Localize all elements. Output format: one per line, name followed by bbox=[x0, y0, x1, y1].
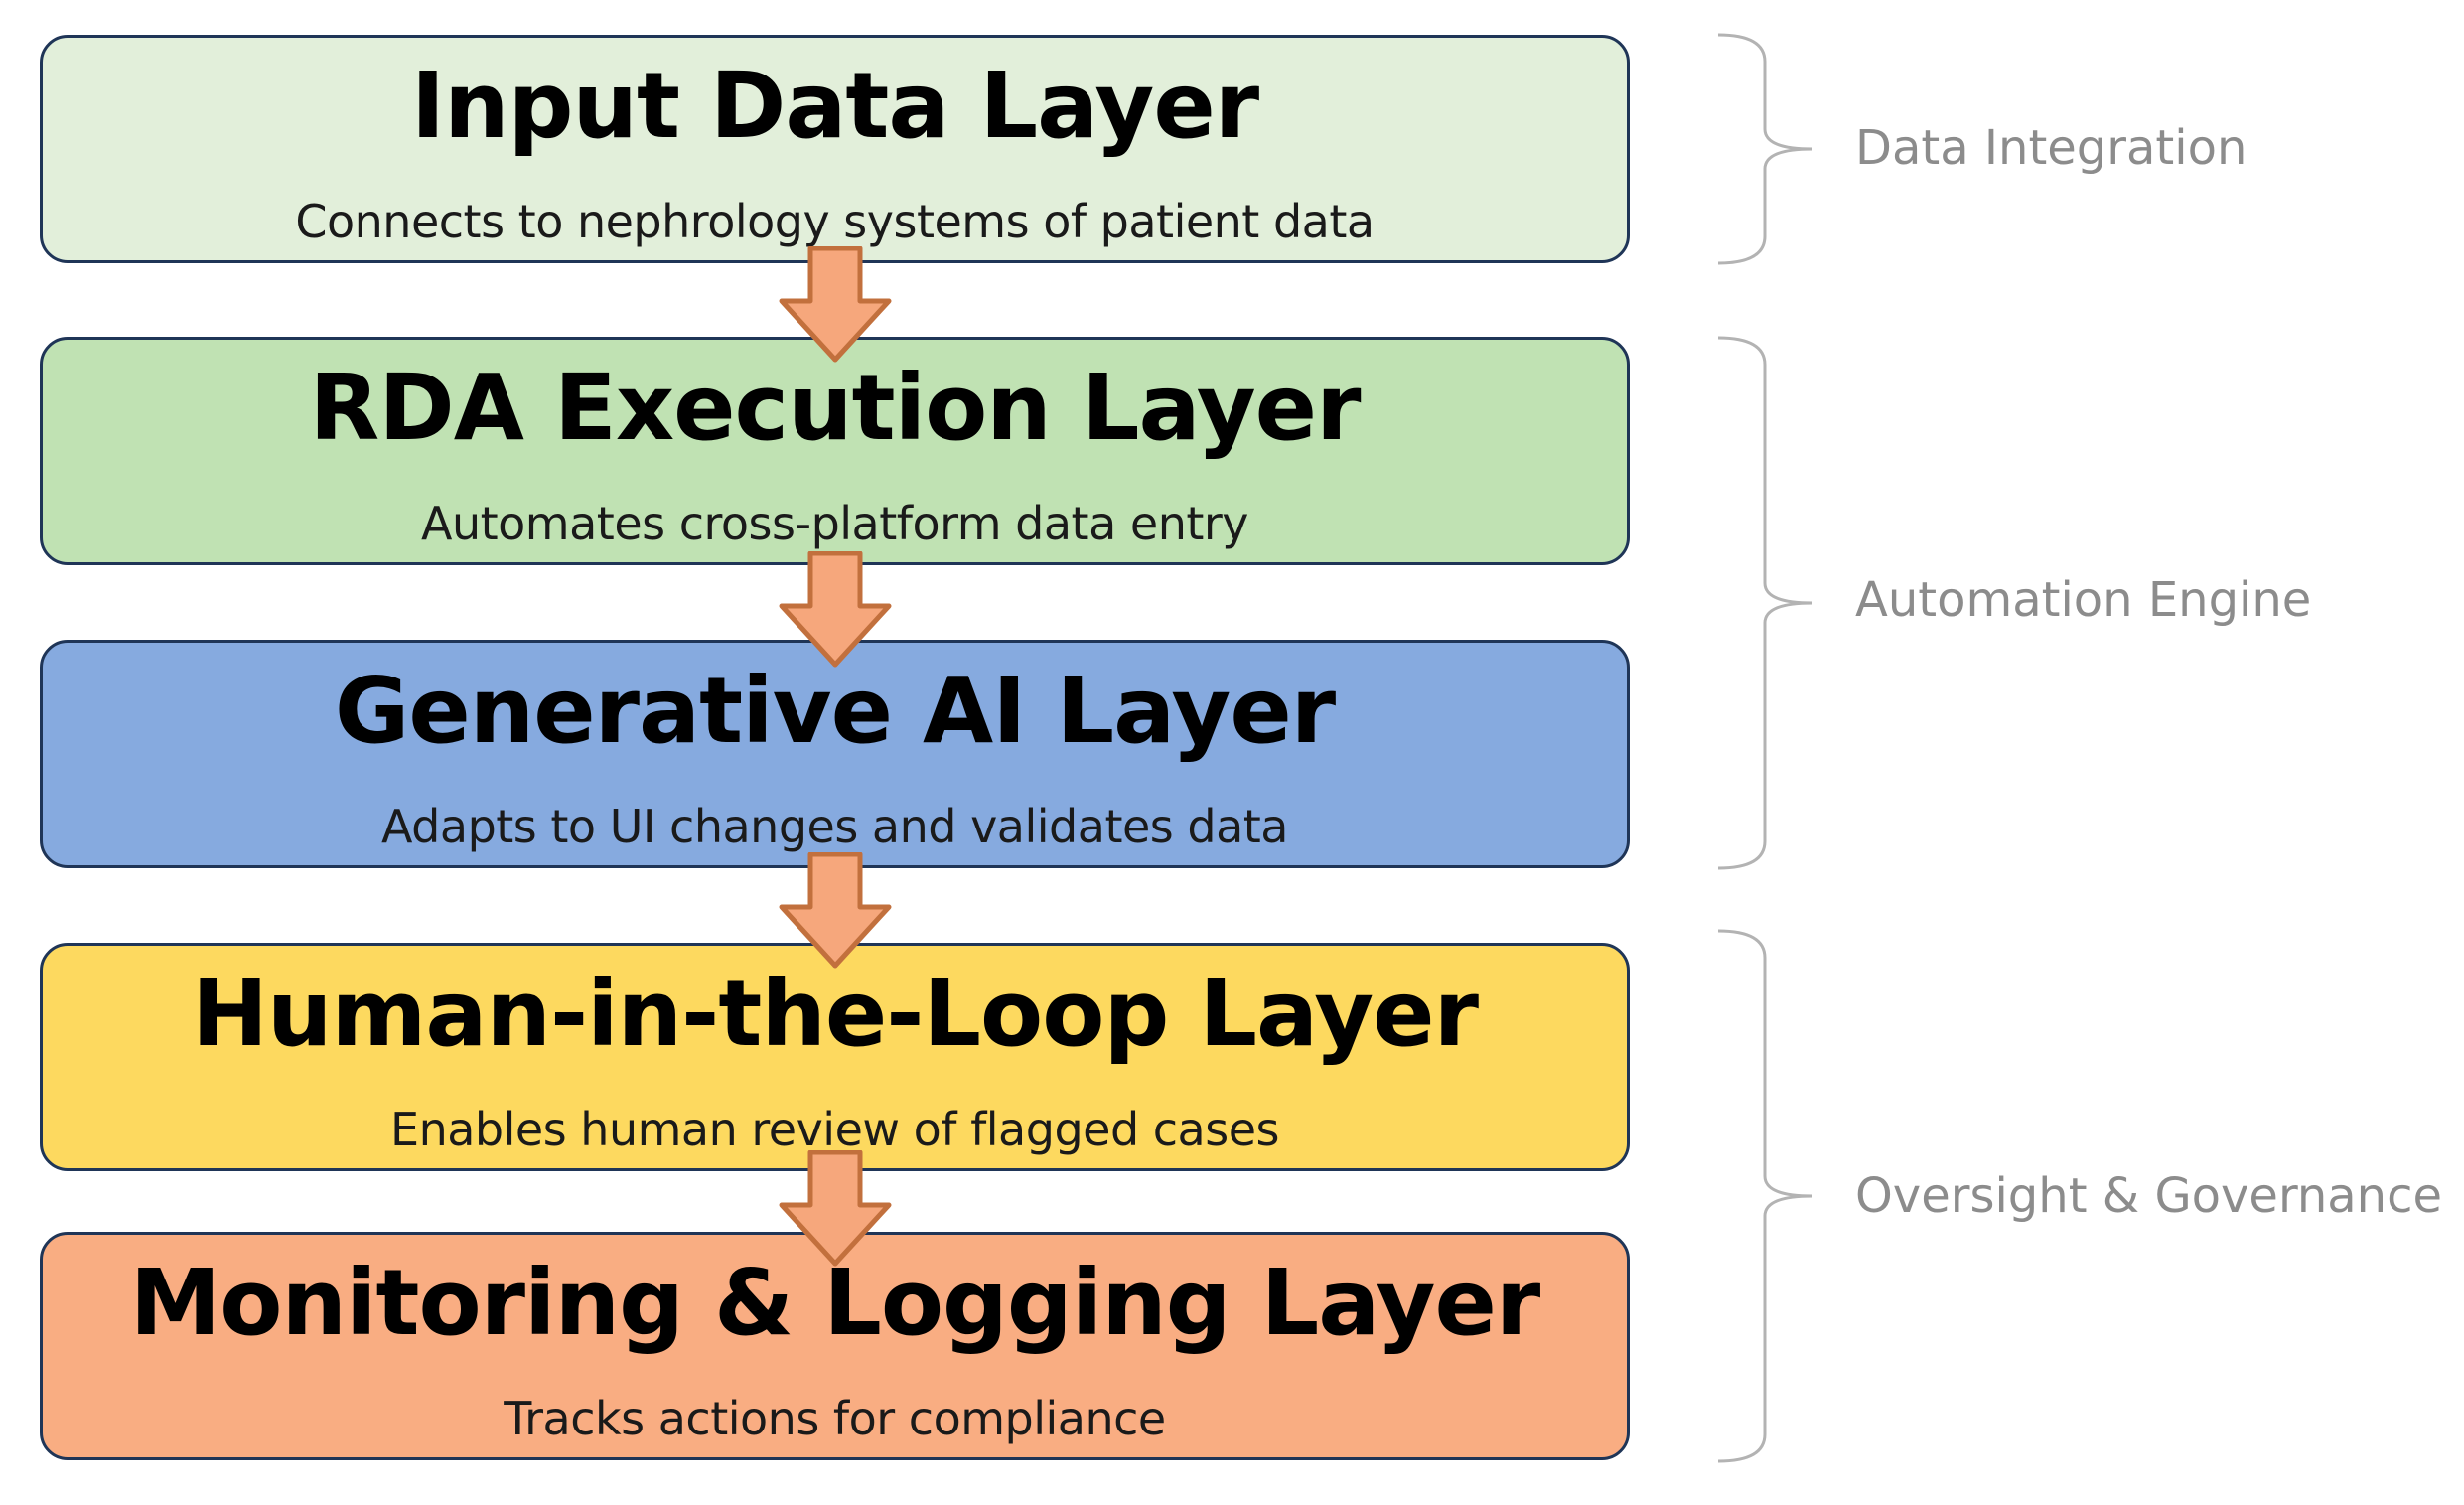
layer-subtitle: Tracks actions for compliance bbox=[504, 1392, 1166, 1445]
right-brace-icon bbox=[1717, 336, 1813, 870]
right-brace-icon bbox=[1717, 33, 1813, 265]
down-arrow-icon bbox=[779, 852, 892, 969]
layer-subtitle: Adapts to UI changes and validates data bbox=[381, 800, 1288, 853]
layer-box-human-in-the-loop: Human-in-the-Loop Layer Enables human re… bbox=[40, 943, 1630, 1171]
layer-title: Input Data Layer bbox=[410, 53, 1259, 159]
group-label-oversight-governance: Oversight & Governance bbox=[1855, 1168, 2443, 1224]
layer-title: Generative AI Layer bbox=[334, 658, 1336, 764]
down-arrow-icon bbox=[779, 551, 892, 668]
layer-subtitle: Enables human review of flagged cases bbox=[390, 1103, 1279, 1156]
right-brace-icon bbox=[1717, 929, 1813, 1463]
group-label-data-integration: Data Integration bbox=[1855, 120, 2247, 176]
layer-title: Monitoring & Logging Layer bbox=[129, 1250, 1541, 1356]
group-label-automation-engine: Automation Engine bbox=[1855, 572, 2312, 628]
layer-title: RDA Execution Layer bbox=[309, 355, 1362, 461]
layer-subtitle: Automates cross-platform data entry bbox=[420, 497, 1249, 550]
down-arrow-icon bbox=[779, 246, 892, 363]
layer-subtitle: Connects to nephrology systems of patien… bbox=[295, 195, 1375, 248]
layer-box-input-data: Input Data Layer Connects to nephrology … bbox=[40, 35, 1630, 263]
layer-box-rda-execution: RDA Execution Layer Automates cross-plat… bbox=[40, 337, 1630, 565]
down-arrow-icon bbox=[779, 1150, 892, 1267]
layer-box-monitoring-logging: Monitoring & Logging Layer Tracks action… bbox=[40, 1232, 1630, 1460]
layer-title: Human-in-the-Loop Layer bbox=[192, 961, 1479, 1067]
layer-box-generative-ai: Generative AI Layer Adapts to UI changes… bbox=[40, 640, 1630, 868]
